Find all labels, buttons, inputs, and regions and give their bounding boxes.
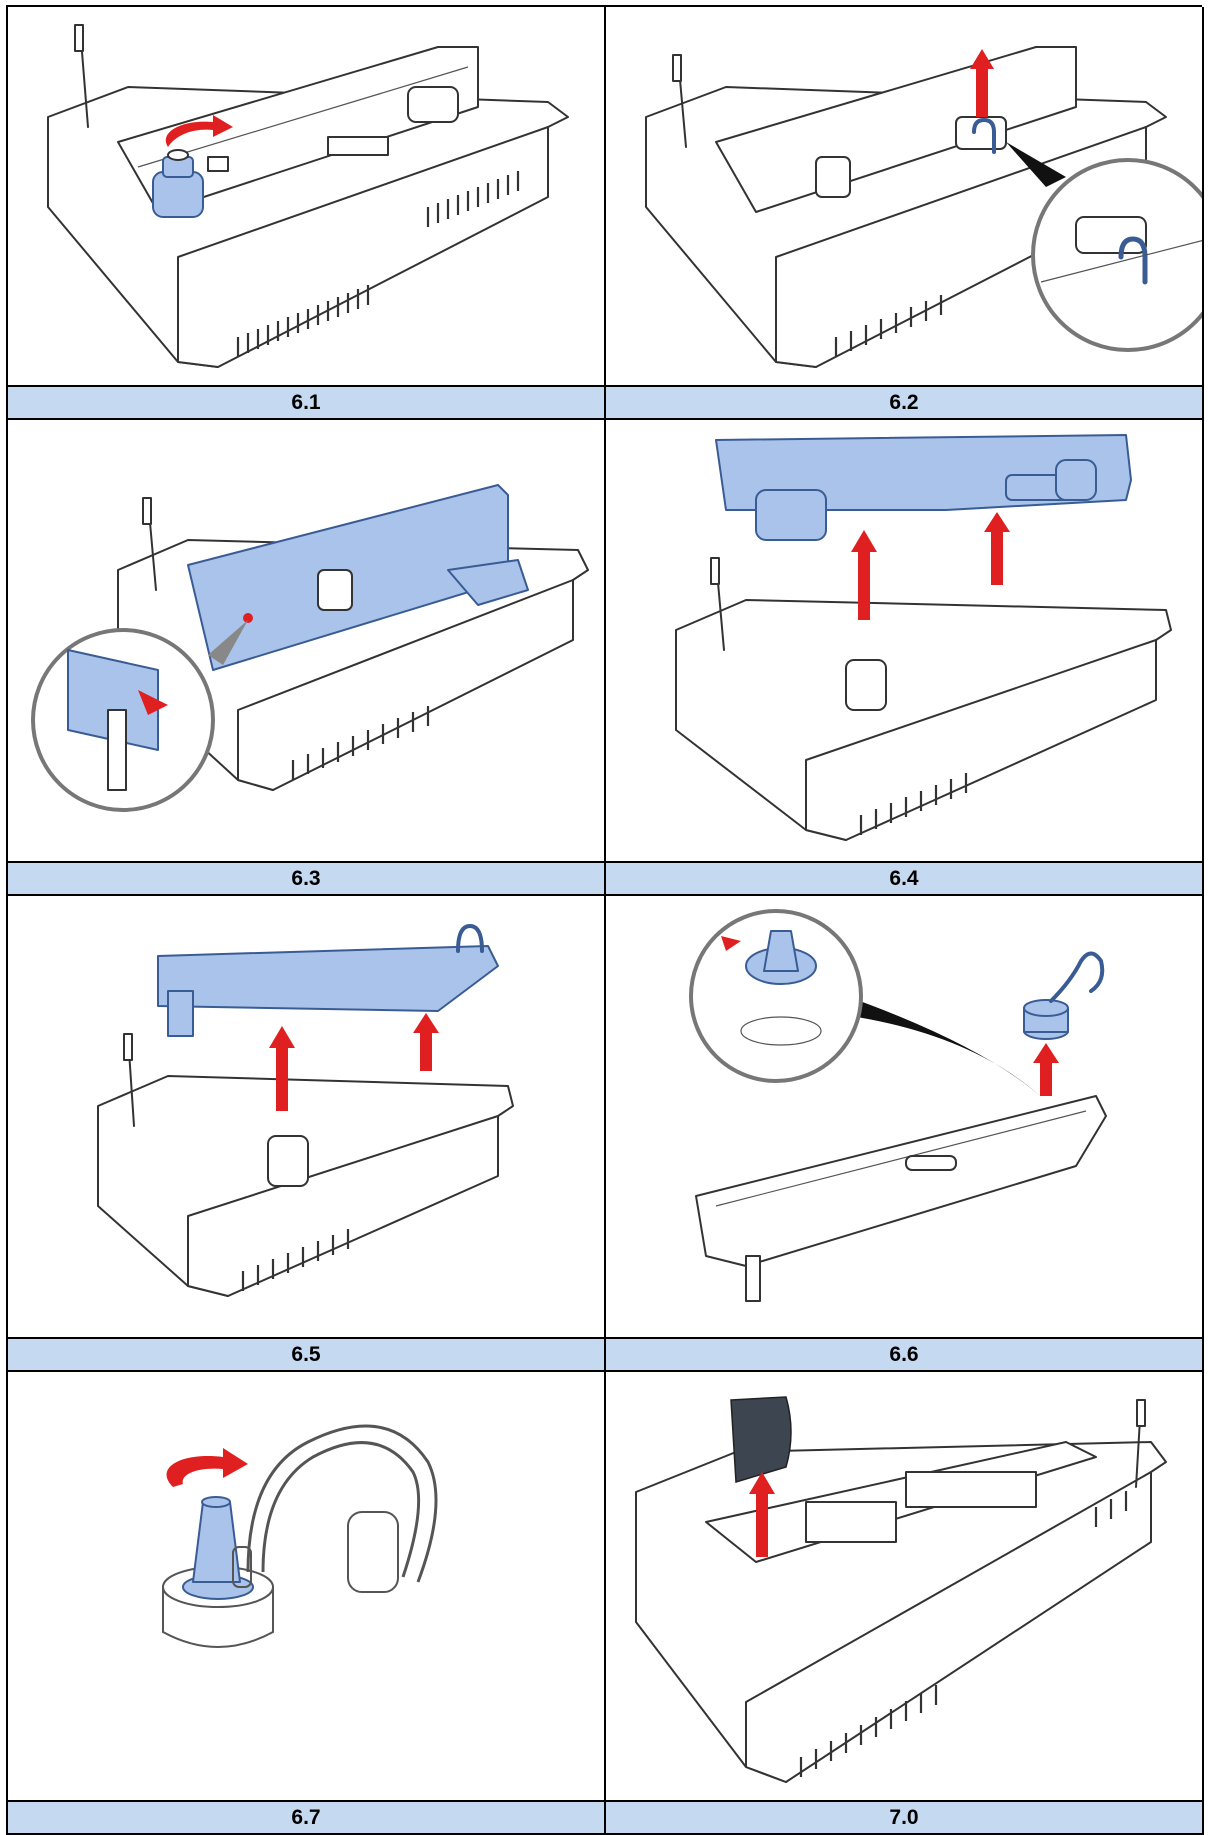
caption-6-5: 6.5 — [8, 1339, 606, 1372]
rotate-arrow-icon — [165, 115, 233, 147]
lift-arrow-icon — [970, 49, 994, 117]
step-grid: 6.1 6.2 — [6, 5, 1204, 1835]
caption-6-1: 6.1 — [8, 387, 606, 420]
device-open-illustration — [635, 1396, 1167, 1783]
device-tray-illustration — [675, 434, 1172, 841]
caption-6-4: 6.4 — [606, 863, 1204, 896]
caption-6-6: 6.6 — [606, 1339, 1204, 1372]
lift-arrow-icon — [1033, 1043, 1059, 1096]
step-6-2-illustration — [606, 7, 1204, 387]
step-6-6-illustration — [606, 896, 1204, 1339]
step-7-0-illustration — [606, 1372, 1204, 1802]
vent-slots — [241, 1229, 350, 1291]
vent-slots — [834, 295, 943, 357]
caption-6-2: 6.2 — [606, 387, 1204, 420]
step-6-4-illustration — [606, 420, 1204, 863]
rotate-arrow-icon — [166, 1448, 248, 1487]
step-6-1-illustration — [8, 7, 606, 387]
device-tray-illustration — [47, 24, 569, 368]
filter-bottle — [152, 149, 229, 218]
device-tray-illustration — [645, 46, 1202, 368]
zoom-detail-circle — [1006, 142, 1202, 352]
bottle-cap-detail-illustration — [162, 1424, 438, 1648]
zoom-detail-circle — [31, 620, 248, 812]
zoom-detail-circle — [689, 909, 1046, 1101]
vent-slots — [291, 706, 430, 780]
step-6-7-illustration — [8, 1372, 606, 1802]
bottle-cap-with-hose — [1023, 951, 1105, 1040]
caption-6-7: 6.7 — [8, 1802, 606, 1835]
vent-slots — [859, 773, 968, 835]
dark-cover-panel — [730, 1396, 792, 1483]
lift-arrow-icon — [269, 1013, 439, 1111]
step-6-5-illustration — [8, 896, 606, 1339]
step-6-3-illustration — [8, 420, 606, 863]
lift-arrow-icon — [851, 512, 1010, 620]
device-tray-illustration — [31, 484, 589, 812]
caption-6-3: 6.3 — [8, 863, 606, 896]
instruction-sheet: 6.1 6.2 — [6, 5, 1204, 1835]
device-tray-illustration — [97, 924, 514, 1297]
vent-slots — [799, 1491, 1128, 1777]
trough-illustration — [689, 909, 1107, 1302]
lift-arrow-icon — [749, 1472, 775, 1557]
vent-slots — [236, 171, 520, 357]
caption-7-0: 7.0 — [606, 1802, 1204, 1835]
